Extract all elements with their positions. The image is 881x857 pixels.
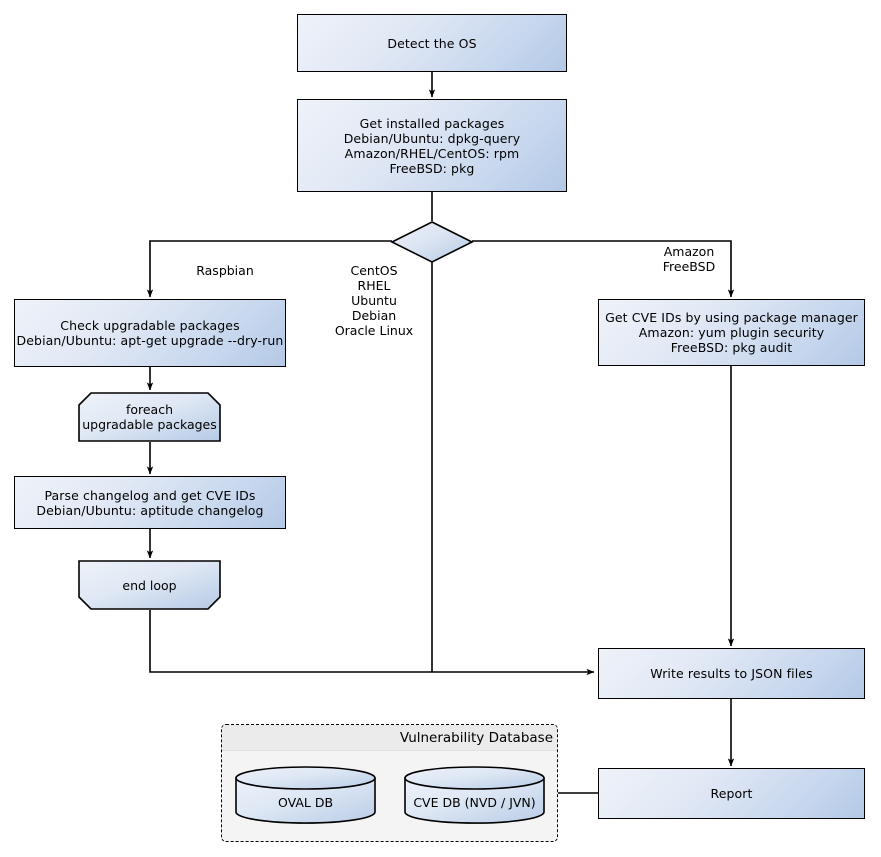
- node-os-decision[interactable]: [390, 220, 474, 264]
- node-detect-os[interactable]: Detect the OS: [297, 14, 567, 72]
- node-foreach-loop[interactable]: foreach upgradable packages: [78, 392, 221, 442]
- node-get-installed-packages[interactable]: Get installed packages Debian/Ubuntu: dp…: [297, 99, 567, 192]
- node-oval-db[interactable]: OVAL DB: [235, 766, 376, 824]
- node-end-loop[interactable]: end loop: [78, 560, 221, 610]
- group-vulnerability-database-title: Vulnerability Database: [399, 729, 553, 746]
- node-cve-db-label: CVE DB (NVD / JVN): [413, 794, 536, 810]
- node-cve-db[interactable]: CVE DB (NVD / JVN): [404, 766, 545, 824]
- loop-end-shape: [78, 560, 221, 610]
- node-write-results-label: Write results to JSON files: [650, 666, 813, 681]
- cylinder-shape: [404, 766, 545, 824]
- diamond-shape: [390, 221, 474, 263]
- edge-endloop-to-write: [149, 610, 595, 676]
- node-oval-db-label: OVAL DB: [277, 794, 334, 810]
- node-detect-os-label: Detect the OS: [387, 35, 477, 51]
- node-check-upgradable-packages-label: Check upgradable packages Debian/Ubuntu:…: [16, 318, 284, 348]
- node-check-upgradable-packages[interactable]: Check upgradable packages Debian/Ubuntu:…: [14, 299, 286, 367]
- group-vulnerability-database-header: Vulnerability Database: [222, 725, 557, 751]
- edge-label-raspbian: Raspbian: [196, 263, 254, 278]
- node-parse-changelog[interactable]: Parse changelog and get CVE IDs Debian/U…: [14, 476, 286, 529]
- loop-start-shape: [78, 392, 221, 442]
- node-write-results[interactable]: Write results to JSON files: [598, 648, 865, 699]
- node-get-installed-packages-label: Get installed packages Debian/Ubuntu: dp…: [343, 115, 521, 176]
- node-get-cve-ids[interactable]: Get CVE IDs by using package manager Ama…: [598, 299, 865, 366]
- node-report[interactable]: Report: [598, 768, 865, 819]
- node-foreach-loop-label: foreach upgradable packages: [82, 402, 217, 432]
- node-end-loop-label: end loop: [122, 577, 177, 593]
- cylinder-shape: [235, 766, 376, 824]
- node-report-label: Report: [710, 786, 753, 801]
- node-get-cve-ids-label: Get CVE IDs by using package manager Ama…: [605, 310, 858, 355]
- edge-label-amazon-freebsd: Amazon FreeBSD: [662, 244, 716, 274]
- edge-label-center-distros: CentOS RHEL Ubuntu Debian Oracle Linux: [334, 263, 414, 338]
- node-parse-changelog-label: Parse changelog and get CVE IDs Debian/U…: [36, 487, 264, 518]
